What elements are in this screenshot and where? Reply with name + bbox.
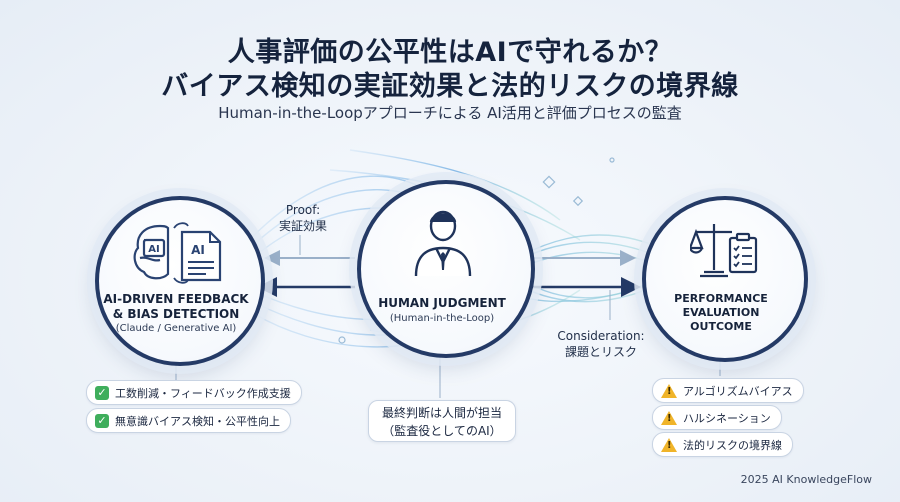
risk-text: 法的リスクの境界線 bbox=[683, 438, 782, 452]
scale-clipboard-icon bbox=[690, 224, 758, 278]
risk-text: ハルシネーション bbox=[683, 411, 771, 425]
risk-item-3: 法的リスクの境界線 bbox=[652, 432, 793, 457]
note-line-1: 最終判断は人間が担当 bbox=[381, 406, 502, 420]
proof-line-2: 実証効果 bbox=[278, 219, 327, 233]
right-node-title-1: PERFORMANCE bbox=[674, 292, 768, 305]
proof-label: Proof: 実証効果 bbox=[268, 202, 338, 234]
decor-sparkles bbox=[338, 157, 615, 344]
consideration-line-2: 課題とリスク bbox=[564, 345, 637, 359]
left-node-title-2: & BIAS DETECTION bbox=[112, 307, 240, 321]
left-node-subtitle: (Claude / Generative AI) bbox=[115, 323, 237, 334]
check-icon: ✓ bbox=[95, 385, 109, 400]
doc-ai-text: AI bbox=[191, 243, 205, 257]
warning-icon bbox=[661, 437, 677, 452]
warning-icon bbox=[661, 383, 677, 398]
benefit-text: 無意識バイアス検知・公平性向上 bbox=[115, 414, 280, 428]
subtitle: Human-in-the-Loopアプローチによる AI活用と評価プロセスの監査 bbox=[218, 104, 682, 122]
footer-credit: 2025 AI KnowledgeFlow bbox=[740, 473, 872, 486]
risk-item-1: アルゴリズムバイアス bbox=[652, 378, 804, 403]
benefit-item-1: ✓ 工数削減・フィードバック作成支援 bbox=[86, 380, 302, 405]
person-icon bbox=[414, 210, 472, 277]
title-line-1: 人事評価の公平性はAIで守れるか？ bbox=[227, 37, 673, 68]
benefit-item-2: ✓ 無意識バイアス検知・公平性向上 bbox=[86, 408, 291, 433]
risk-item-2: ハルシネーション bbox=[652, 405, 782, 430]
right-node-title-3: OUTCOME bbox=[690, 320, 752, 333]
final-judgment-note: 最終判断は人間が担当 （監査役としてのAI） bbox=[368, 400, 516, 442]
proof-line-1: Proof: bbox=[285, 203, 321, 217]
center-node-subtitle: (Human-in-the-Loop) bbox=[389, 313, 495, 324]
note-line-2: （監査役としてのAI） bbox=[382, 424, 502, 438]
title-line-2: バイアス検知の実証効果と法的リスクの境界線 bbox=[161, 71, 739, 102]
left-node-title-1: AI-DRIVEN FEEDBACK bbox=[103, 292, 249, 306]
consideration-label: Consideration: 課題とリスク bbox=[552, 328, 650, 360]
performance-outcome-node bbox=[642, 196, 808, 362]
warning-icon bbox=[661, 410, 677, 425]
center-node-title: HUMAN JUDGMENT bbox=[378, 296, 506, 310]
benefit-text: 工数削減・フィードバック作成支援 bbox=[115, 386, 291, 400]
right-node-title-2: EVALUATION bbox=[682, 306, 760, 319]
risk-text: アルゴリズムバイアス bbox=[683, 384, 793, 398]
ai-brain-doc-icon: AI AI bbox=[133, 222, 222, 284]
check-icon: ✓ bbox=[95, 413, 109, 428]
brain-ai-text: AI bbox=[148, 244, 159, 255]
consideration-line-1: Consideration: bbox=[557, 329, 645, 343]
